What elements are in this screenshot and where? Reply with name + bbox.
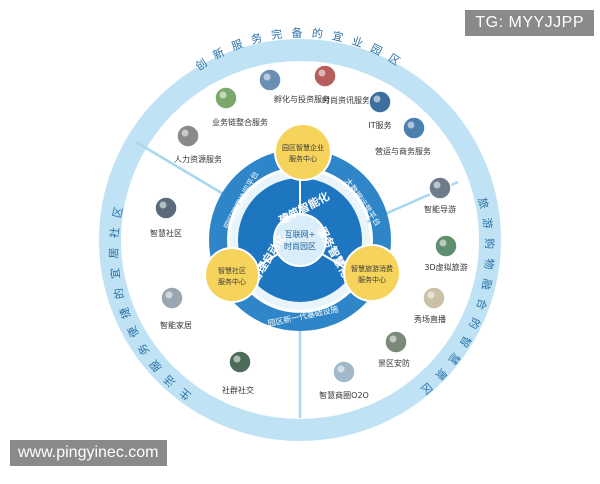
service-node: 秀场直播 [414, 286, 446, 324]
center-label-line1: 互联网+ [285, 230, 316, 239]
service-label: 智慧社区 [150, 228, 182, 238]
service-label: 孵化与投资服务 [274, 94, 330, 104]
service-label: 业务链整合服务 [212, 117, 268, 127]
smart-guide-icon [428, 176, 452, 200]
service-node: 社群社交 [222, 350, 254, 395]
service-node: 孵化与投资服务 [258, 68, 330, 104]
service-label: 时尚资讯服务 [322, 95, 370, 105]
icon-highlight [407, 121, 415, 129]
icon-highlight [219, 91, 227, 99]
it-service-icon [368, 90, 392, 114]
smart-community-icon [154, 196, 178, 220]
live-show-icon [422, 286, 446, 310]
service-node: 营运与商务服务 [375, 116, 431, 156]
service-label: 人力资源服务 [174, 154, 222, 164]
o2o-icon [332, 360, 356, 384]
center-label-line2: 时尚园区 [284, 241, 316, 251]
smart-home-icon [160, 286, 184, 310]
icon-highlight [389, 335, 397, 343]
svg-text:智慧旅游消费: 智慧旅游消费 [351, 264, 393, 273]
service-label: 景区安防 [378, 358, 410, 368]
service-node: 智慧商圈O2O [319, 360, 369, 400]
icon-highlight [318, 69, 326, 77]
icon-highlight [263, 73, 271, 81]
icon-highlight [337, 365, 345, 373]
operations-icon [402, 116, 426, 140]
hub-community-service: 智慧社区 服务中心 [204, 247, 260, 303]
icon-highlight [159, 201, 167, 209]
service-node: 时尚资讯服务 [313, 64, 370, 105]
icon-highlight [165, 291, 173, 299]
incubation-icon [258, 68, 282, 92]
service-node: 智慧社区 [150, 196, 182, 238]
icon-highlight [233, 355, 241, 363]
hub-tourism-service: 智慧旅游消费 服务中心 [343, 244, 401, 302]
icon-highlight [439, 239, 447, 247]
svg-text:服务中心: 服务中心 [218, 277, 246, 286]
service-label: 营运与商务服务 [375, 146, 431, 156]
fashion-news-icon [313, 64, 337, 88]
service-node: 业务链整合服务 [212, 86, 268, 127]
svg-text:服务中心: 服务中心 [358, 275, 386, 284]
business-chain-icon [214, 86, 238, 110]
service-node: 人力资源服务 [174, 124, 222, 164]
icon-highlight [373, 95, 381, 103]
service-label: 智慧商圈O2O [319, 390, 369, 400]
service-label: IT服务 [368, 120, 391, 130]
outer-ring [99, 39, 501, 441]
svg-text:服务中心: 服务中心 [289, 154, 317, 163]
service-node: 景区安防 [378, 330, 410, 368]
icon-highlight [433, 181, 441, 189]
hub-enterprise-service: 园区智慧企业 服务中心 [274, 123, 332, 181]
service-label: 智能导游 [424, 204, 456, 214]
watermark-bottom: www.pingyinec.com [10, 440, 167, 466]
service-label: 秀场直播 [414, 314, 446, 324]
service-node: IT服务 [368, 90, 392, 130]
service-label: 社群社交 [222, 385, 254, 395]
svg-text:智慧社区: 智慧社区 [218, 266, 246, 275]
service-node: 智能家居 [160, 286, 192, 330]
icon-highlight [427, 291, 435, 299]
watermark-top: TG: MYYJJPP [465, 10, 594, 36]
service-node: 智能导游 [424, 176, 456, 214]
service-node: 3D虚拟旅游 [424, 234, 468, 272]
security-icon [384, 330, 408, 354]
svg-text:园区智慧企业: 园区智慧企业 [282, 143, 324, 152]
icon-highlight [181, 129, 189, 137]
vr-tour-icon [434, 234, 458, 258]
social-icon [228, 350, 252, 374]
service-label: 智能家居 [160, 320, 192, 330]
hr-icon [176, 124, 200, 148]
service-label: 3D虚拟旅游 [424, 262, 467, 272]
